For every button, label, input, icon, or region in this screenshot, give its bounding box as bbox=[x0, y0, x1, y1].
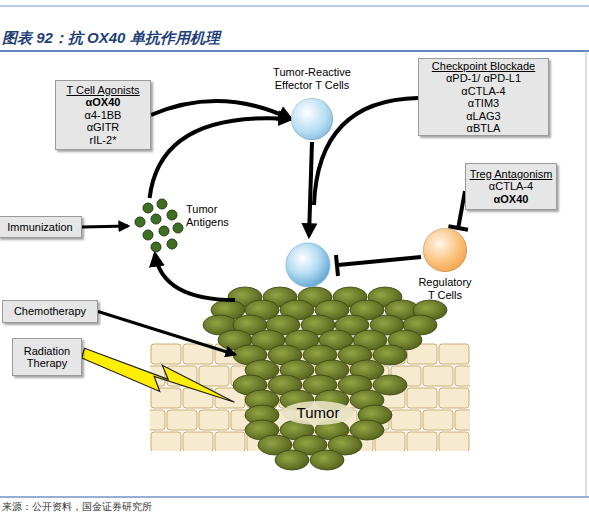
antigen-dots bbox=[128, 198, 184, 254]
connector bbox=[82, 226, 128, 227]
box-label: Radiation Therapy bbox=[13, 345, 81, 370]
immunization-box: Immunization bbox=[0, 216, 82, 238]
text-stack: Checkpoint BlockadeαPD-1/ αPD-L1αCTLA-4α… bbox=[432, 60, 535, 135]
box-label: αPD-1/ αPD-L1 bbox=[432, 72, 535, 85]
antigen-dot bbox=[143, 230, 153, 240]
regulatory-t-cell: Regulatory T Cells bbox=[405, 228, 485, 300]
connector bbox=[82, 348, 235, 402]
text-stack: Immunization bbox=[7, 221, 72, 234]
cell-circle bbox=[291, 98, 333, 140]
connector bbox=[98, 312, 235, 355]
checkpoint-box: Checkpoint BlockadeαPD-1/ αPD-L1αCTLA-4α… bbox=[418, 58, 549, 136]
box-label: αCTLA-4 bbox=[432, 85, 535, 98]
chemotherapy-box: Chemotherapy bbox=[2, 300, 98, 323]
bottom-rule bbox=[0, 496, 589, 497]
tumor-mass: Tumor bbox=[235, 295, 401, 465]
text-stack: Radiation Therapy bbox=[13, 345, 81, 370]
box-heading: Treg Antagonism bbox=[470, 168, 553, 181]
box-label: Immunization bbox=[7, 221, 72, 234]
frame-line bbox=[586, 51, 587, 497]
antigen-dot bbox=[167, 239, 177, 249]
cell-label: Regulatory T Cells bbox=[415, 276, 475, 301]
box-label: αCTLA-4 bbox=[470, 180, 553, 193]
arrow-line bbox=[82, 226, 128, 227]
cell-label: Tumor-Reactive Effector T Cells bbox=[262, 66, 362, 91]
box-label: αLAG3 bbox=[432, 110, 535, 123]
arrow-line bbox=[98, 312, 235, 355]
connector bbox=[155, 254, 235, 300]
box-label: Chemotherapy bbox=[14, 305, 86, 318]
tumor-cell bbox=[310, 450, 344, 470]
arrow-line bbox=[155, 254, 235, 300]
cell-circle bbox=[423, 228, 467, 272]
treg-box: Treg AntagonismαCTLA-4αOX40 bbox=[465, 163, 557, 210]
connector bbox=[151, 101, 291, 119]
effector-t-cell: Tumor-Reactive Effector T Cells bbox=[262, 64, 362, 140]
inhibition-line bbox=[458, 191, 465, 228]
inhibition-bar bbox=[336, 255, 338, 276]
source-caption: 来源：公开资料，国金证券研究所 bbox=[2, 501, 152, 514]
tumor-cell bbox=[275, 450, 309, 470]
box-heading: T Cell Agonists bbox=[66, 84, 139, 97]
top-rule bbox=[0, 6, 589, 7]
inhibition-line bbox=[338, 257, 421, 265]
connector bbox=[150, 118, 291, 198]
activation-arrow bbox=[309, 142, 312, 236]
lightning-bolt bbox=[82, 348, 235, 402]
antigen-dot bbox=[173, 223, 183, 233]
box-label: αTIM3 bbox=[432, 97, 535, 110]
antigen-dot bbox=[159, 226, 169, 236]
text-stack: Treg AntagonismαCTLA-4αOX40 bbox=[470, 168, 553, 206]
title-rule bbox=[0, 50, 589, 52]
suppressed-t-cell bbox=[286, 243, 330, 287]
box-label: αOX40 bbox=[470, 193, 553, 206]
radiation-box: Radiation Therapy bbox=[12, 338, 82, 376]
antigen-dot bbox=[167, 210, 177, 220]
antigen-dot bbox=[151, 214, 161, 224]
agonist-box: T Cell AgonistsαOX40α4-1BBαGITRrIL-2* bbox=[55, 80, 151, 150]
antigen-dot bbox=[157, 199, 167, 209]
text-stack: T Cell AgonistsαOX40α4-1BBαGITRrIL-2* bbox=[66, 84, 139, 147]
figure-title: 图表 92：抗 OX40 单抗作用机理 bbox=[2, 29, 220, 48]
box-label: αGITR bbox=[66, 121, 139, 134]
antigen-dot bbox=[143, 203, 153, 213]
antigen-cluster: Tumor Antigens bbox=[128, 198, 236, 254]
antigen-label: Tumor Antigens bbox=[186, 203, 236, 228]
box-label: αOX40 bbox=[66, 96, 139, 109]
box-label: α4-1BB bbox=[66, 109, 139, 122]
tumor-label: Tumor bbox=[235, 404, 401, 421]
box-label: αBTLA bbox=[432, 122, 535, 135]
arrow-line bbox=[150, 118, 291, 198]
tumor-cells bbox=[203, 287, 447, 470]
antigen-dot bbox=[151, 242, 161, 252]
arrow-line bbox=[151, 101, 291, 119]
antigen-dot bbox=[135, 217, 145, 227]
box-label: rIL-2* bbox=[66, 134, 139, 147]
box-heading: Checkpoint Blockade bbox=[432, 60, 535, 73]
text-stack: Chemotherapy bbox=[14, 305, 86, 318]
